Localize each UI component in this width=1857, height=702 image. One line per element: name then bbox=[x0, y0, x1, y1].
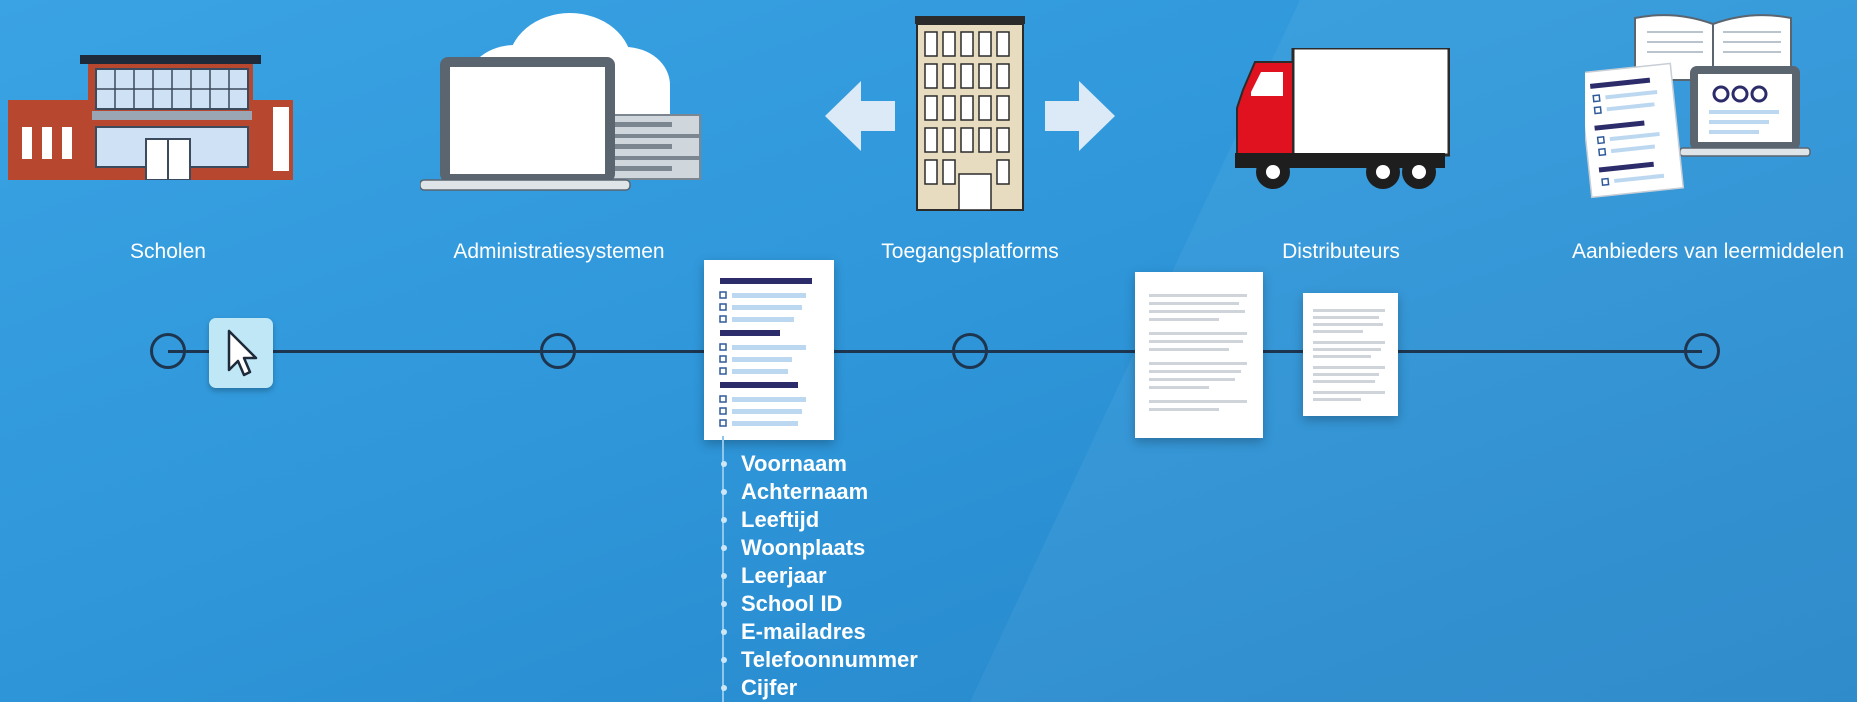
label-aanbieders: Aanbieders van leermiddelen bbox=[1571, 240, 1845, 263]
field-label: Woonplaats bbox=[741, 535, 866, 560]
timeline-node-scholen bbox=[150, 333, 186, 369]
mouse-pointer-icon bbox=[227, 329, 258, 377]
label-scholen: Scholen bbox=[130, 240, 206, 263]
form-document bbox=[704, 260, 834, 440]
data-field: Woonplaats bbox=[721, 534, 918, 562]
data-field: Achternaam bbox=[721, 478, 918, 506]
field-label: E-mailadres bbox=[741, 619, 866, 644]
data-field: E-mailadres bbox=[721, 618, 918, 646]
data-field: Leerjaar bbox=[721, 562, 918, 590]
data-field: School ID bbox=[721, 590, 918, 618]
field-label: Voornaam bbox=[741, 451, 847, 476]
timeline-node-toegangsplatforms bbox=[952, 333, 988, 369]
timeline-line bbox=[168, 350, 1702, 353]
timeline-node-administratiesystemen bbox=[540, 333, 576, 369]
laptop-cloud-server-icon bbox=[420, 13, 701, 191]
field-label: Leerjaar bbox=[741, 563, 827, 588]
data-field: Voornaam bbox=[721, 450, 918, 478]
book-document-laptop-icon bbox=[1585, 14, 1811, 199]
delivery-truck-icon bbox=[1235, 48, 1450, 189]
field-label: Achternaam bbox=[741, 479, 869, 504]
school-building-icon bbox=[8, 55, 293, 180]
field-list-connector bbox=[722, 436, 724, 702]
field-label: Leeftijd bbox=[741, 507, 820, 532]
data-field: Cijfer bbox=[721, 674, 918, 702]
label-toegangsplatforms: Toegangsplatforms bbox=[881, 240, 1059, 263]
data-field: Telefoonnummer bbox=[721, 646, 918, 674]
cursor-tile bbox=[209, 318, 273, 388]
field-label: Telefoonnummer bbox=[741, 647, 918, 672]
timeline-node-aanbieders bbox=[1684, 333, 1720, 369]
text-lines-icon bbox=[1313, 309, 1385, 401]
label-distributeurs: Distributeurs bbox=[1282, 240, 1400, 263]
text-document-small bbox=[1303, 293, 1398, 416]
field-label: School ID bbox=[741, 591, 843, 616]
text-lines-icon bbox=[1149, 294, 1247, 411]
checklist-icon bbox=[719, 278, 812, 427]
data-field-list: Voornaam Achternaam Leeftijd Woonplaats … bbox=[721, 450, 918, 702]
label-administratiesystemen: Administratiesystemen bbox=[453, 240, 665, 263]
text-document-large bbox=[1135, 272, 1263, 438]
data-field: Leeftijd bbox=[721, 506, 918, 534]
field-label: Cijfer bbox=[741, 675, 798, 700]
office-building-arrows-icon bbox=[825, 16, 1115, 211]
